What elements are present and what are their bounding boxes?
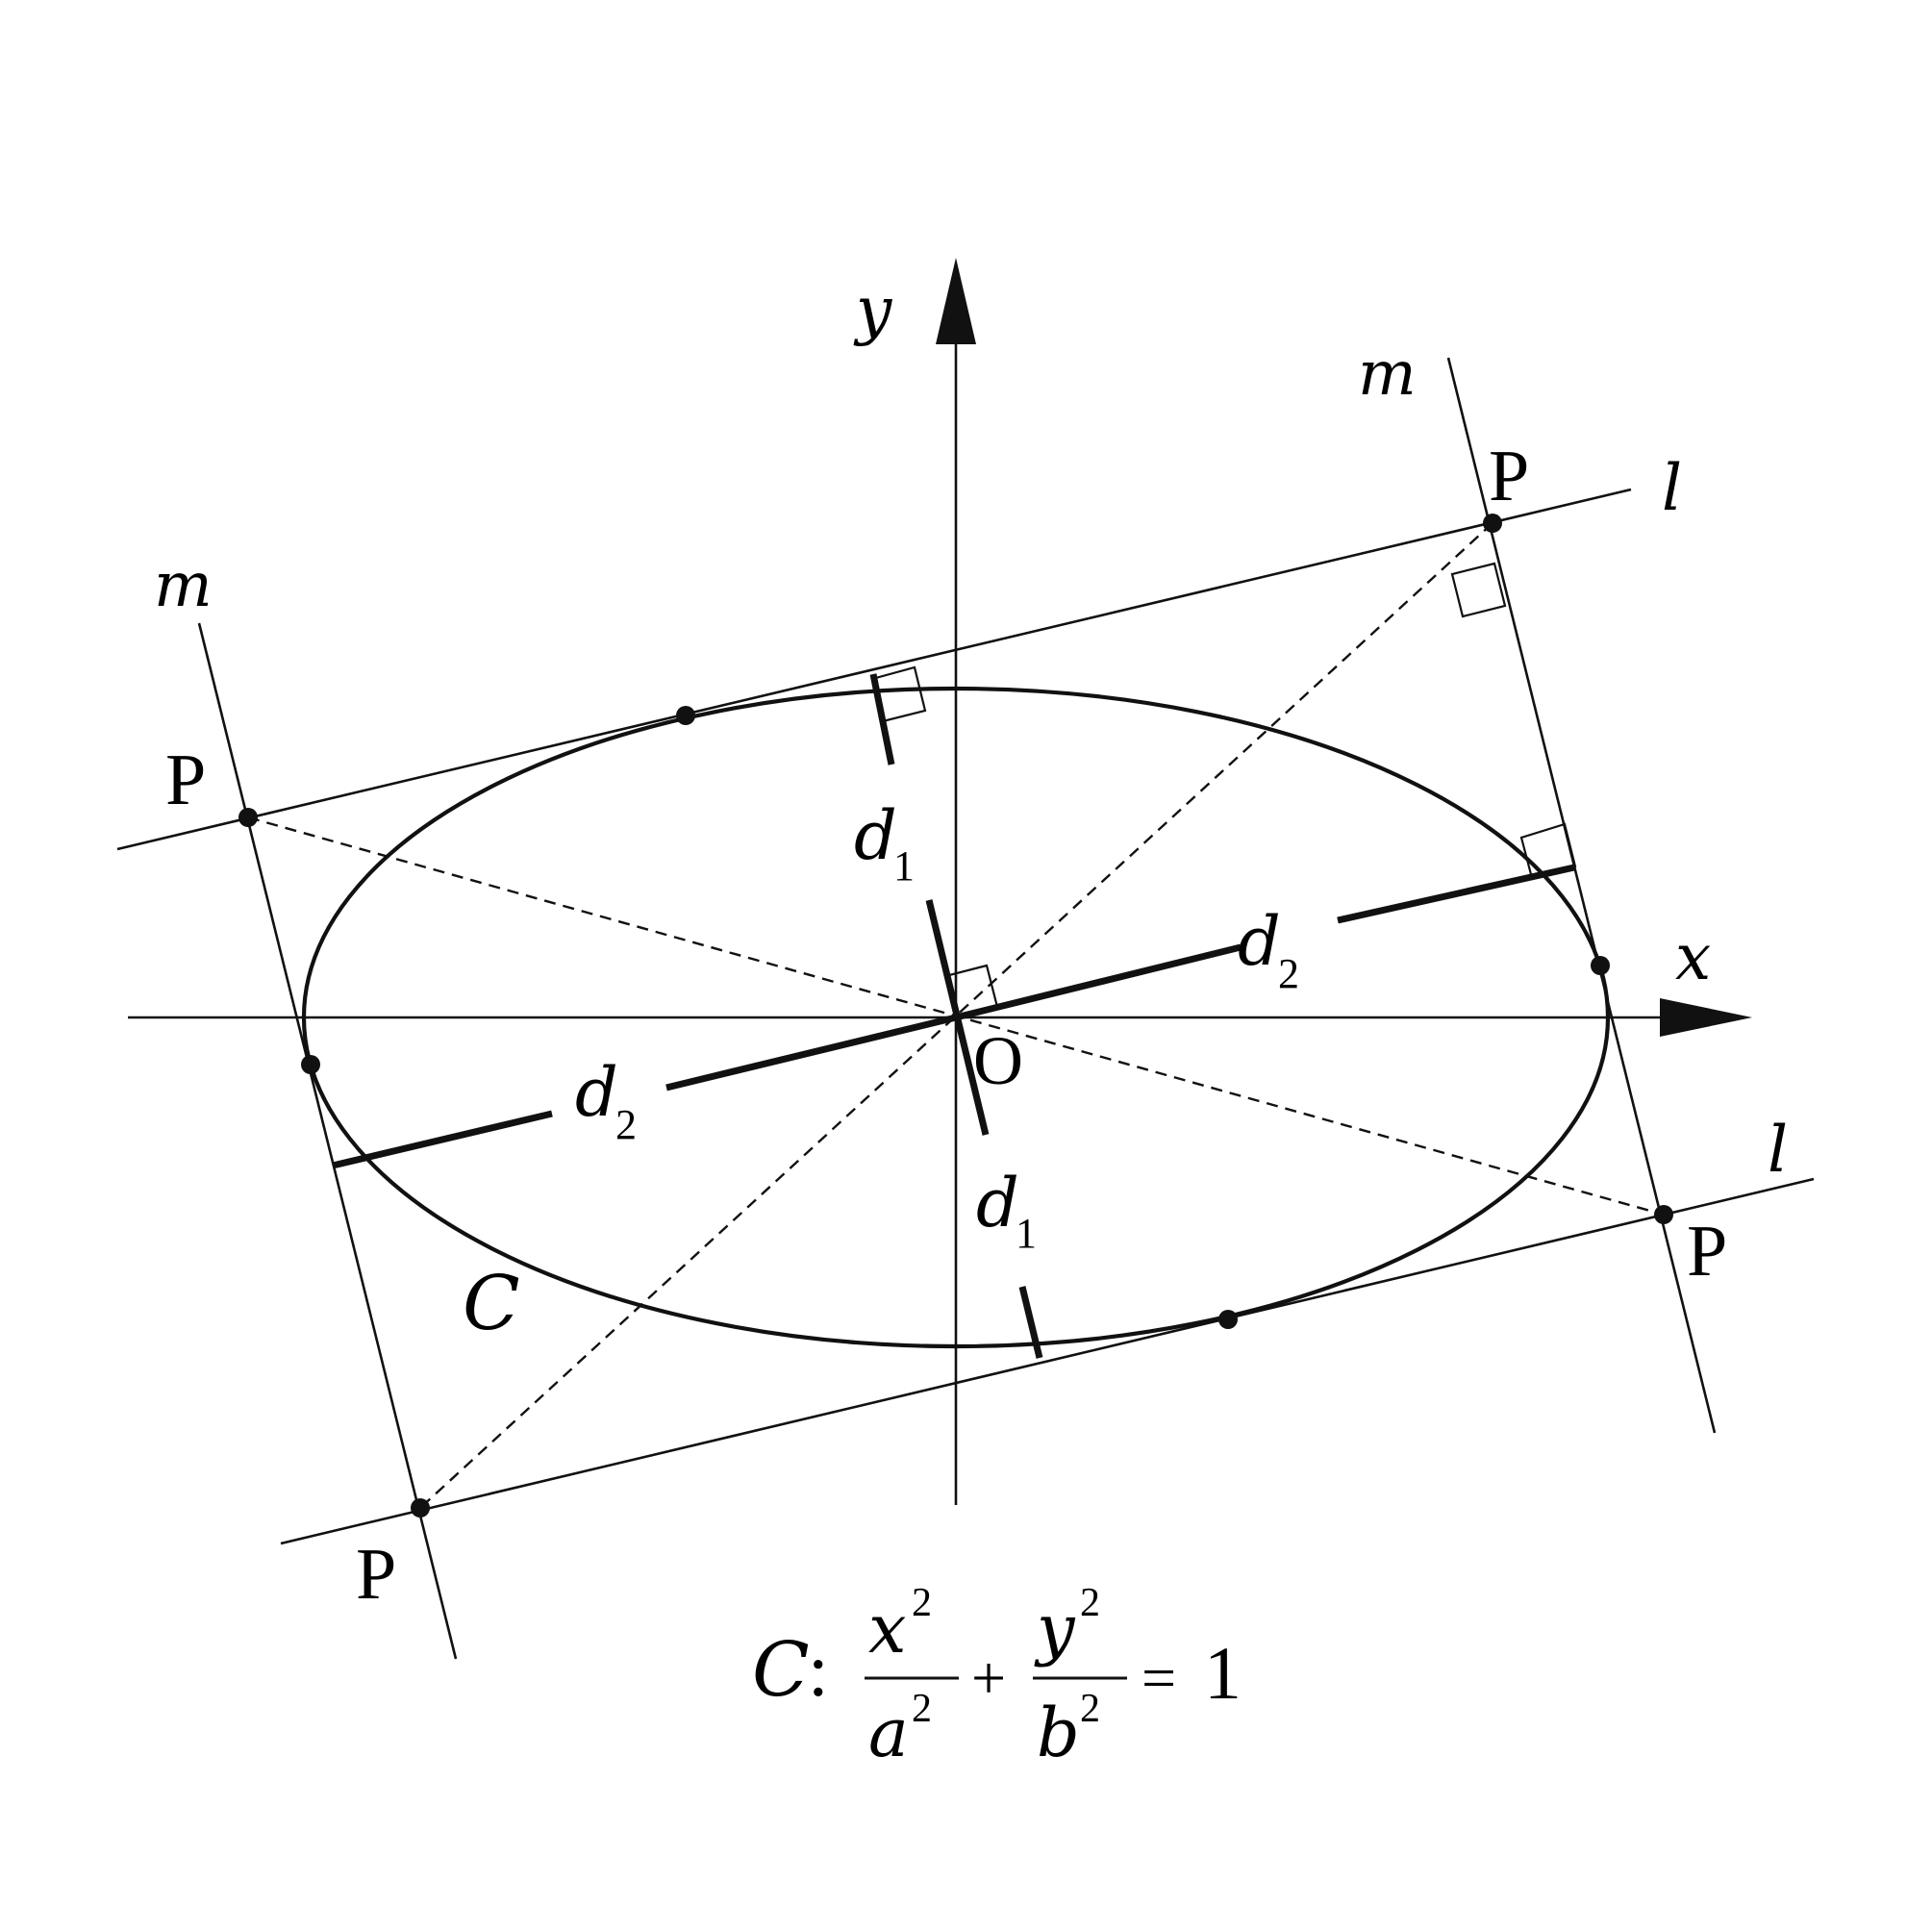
d2-right-subscript: 2 (1278, 950, 1299, 997)
d1-lower-subscript: 1 (1016, 1210, 1037, 1257)
distance-d2-segment-left-outer (332, 1110, 553, 1169)
equation-b-exponent: 2 (1080, 1687, 1100, 1731)
label-p-top-left: P (165, 740, 206, 820)
ellipse-equation: C : x 2 a 2 + y 2 b 2 = 1 (752, 1581, 1242, 1772)
point-p-bottom-left (411, 1498, 430, 1518)
equation-curve-name: C (752, 1627, 810, 1714)
d1-upper-letter: d (854, 796, 897, 875)
equation-y-exponent: 2 (1080, 1581, 1100, 1625)
point-p-top-right (1483, 514, 1502, 533)
equation-a-denominator: a (868, 1694, 909, 1772)
ellipse-c (301, 686, 1611, 1349)
d1-lower-letter: d (976, 1164, 1019, 1242)
diagonal-dashed-2 (419, 522, 1493, 1509)
equation-equals: = (1142, 1643, 1176, 1712)
right-angle-marker-origin (943, 964, 999, 1019)
distance-d2-segment-right-inner (955, 943, 1242, 1021)
equation-a-exponent: 2 (912, 1687, 932, 1731)
right-angle-marker-right (1519, 822, 1577, 880)
label-d1-upper: d 1 (854, 796, 915, 890)
d2-right-letter: d (1238, 902, 1281, 981)
point-p-bottom-right (1654, 1205, 1673, 1224)
axis-label-y: y (853, 273, 892, 347)
d2-left-subscript: 2 (615, 1101, 637, 1148)
label-m-top-right: m (1358, 339, 1417, 410)
equation-y-numerator: y (1034, 1590, 1076, 1669)
x-axis-arrowhead (1660, 998, 1752, 1037)
distance-d2-segment-left-inner (665, 1014, 957, 1091)
label-l-top-right: l (1662, 451, 1682, 525)
tangent-line-l-lower (280, 1177, 1815, 1545)
equation-colon: : (808, 1628, 829, 1712)
label-l-bottom-right: l (1768, 1113, 1788, 1187)
tangency-point-right (1591, 956, 1610, 975)
d2-left-letter: d (575, 1053, 618, 1132)
tangency-point-bottom (1218, 1310, 1238, 1329)
label-m-left: m (154, 550, 213, 621)
curve-label-c: C (463, 1261, 520, 1347)
equation-x-exponent: 2 (912, 1581, 932, 1625)
equation-x-numerator: x (868, 1590, 906, 1669)
label-p-bottom-right: P (1687, 1211, 1727, 1292)
d1-upper-subscript: 1 (893, 842, 915, 890)
label-p-top-right: P (1489, 436, 1529, 516)
tangency-point-top (676, 706, 695, 725)
y-axis-arrowhead (936, 258, 976, 344)
origin-label: O (973, 1022, 1023, 1099)
equation-b-denominator: b (1037, 1694, 1080, 1772)
equation-plus: + (971, 1643, 1006, 1712)
distance-d1-segment-lower (1018, 1286, 1043, 1359)
equation-rhs: 1 (1204, 1631, 1242, 1715)
axis-label-x: x (1675, 920, 1711, 994)
label-d1-lower: d 1 (976, 1164, 1037, 1257)
tangent-line-m-right (1446, 357, 1717, 1434)
tangent-line-l-upper (116, 488, 1632, 851)
right-angle-marker-top-right (1450, 562, 1507, 618)
tangent-line-m-left (197, 622, 458, 1660)
label-d2-right: d 2 (1238, 902, 1299, 997)
tangency-point-left (301, 1055, 320, 1074)
point-p-top-left (238, 808, 258, 827)
label-d2-left: d 2 (575, 1053, 637, 1148)
right-angle-marker-top (870, 665, 927, 723)
label-p-bottom-left: P (356, 1534, 396, 1615)
